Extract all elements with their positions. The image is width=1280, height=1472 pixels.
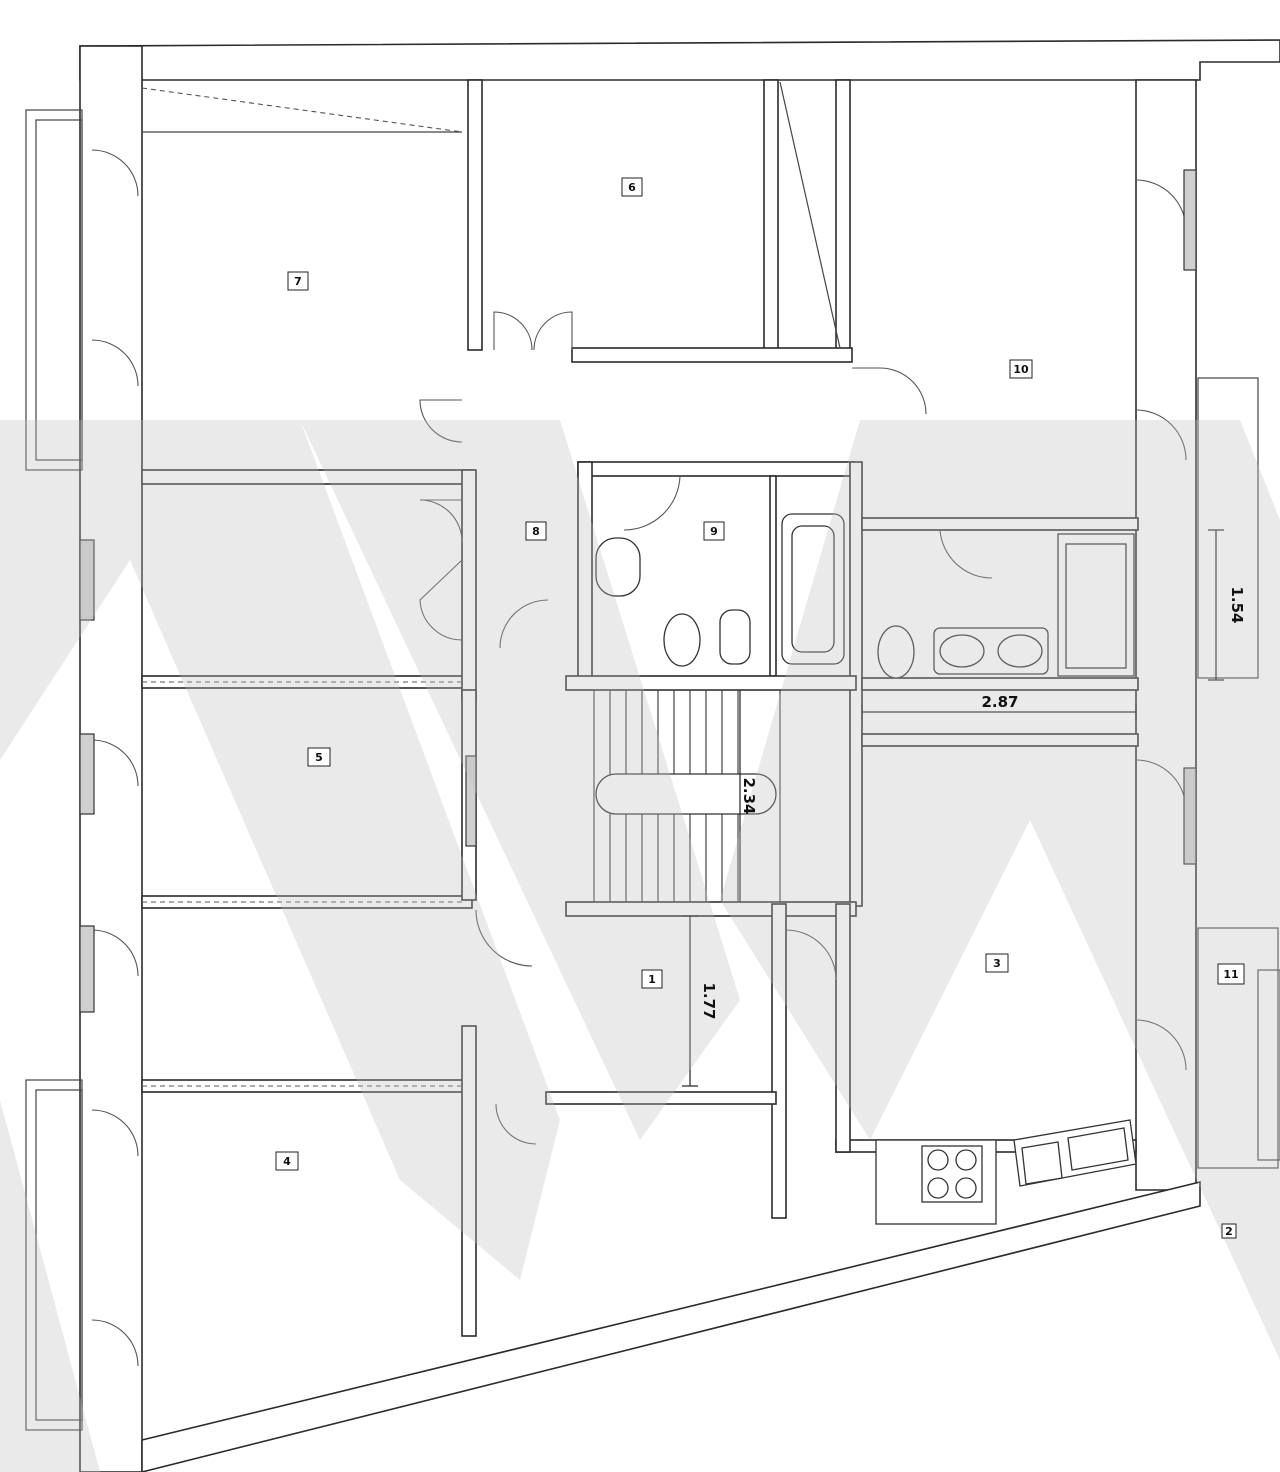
- staircase: [593, 689, 781, 903]
- windows: [79, 169, 1197, 1013]
- svg-text:4: 4: [283, 1155, 291, 1168]
- dim-stair-width: 2.34: [740, 777, 758, 814]
- svg-text:9: 9: [710, 525, 718, 538]
- outer-walls: [25, 39, 1280, 1472]
- svg-text:6: 6: [628, 181, 636, 194]
- watermark-logo: [0, 420, 1280, 1472]
- room-tag-11: 11: [1217, 963, 1245, 985]
- svg-text:8: 8: [532, 525, 540, 538]
- room-tag-5: 5: [307, 747, 331, 767]
- svg-text:2: 2: [1225, 1225, 1233, 1238]
- dimension-lines: [682, 529, 1224, 1087]
- room-tag-4: 4: [275, 1151, 299, 1171]
- svg-text:5: 5: [315, 751, 323, 764]
- room-tag-7: 7: [287, 271, 309, 291]
- room-tag-9: 9: [703, 521, 725, 541]
- kitchen-fixtures: [875, 1119, 1137, 1225]
- svg-text:7: 7: [294, 275, 302, 288]
- svg-text:3: 3: [993, 957, 1001, 970]
- svg-text:11: 11: [1223, 968, 1238, 981]
- room-tag-3: 3: [985, 953, 1009, 973]
- dimension-labels: 1.54 2.87 2.34 1.77: [700, 586, 1246, 1019]
- interior-walls: [141, 79, 1139, 1337]
- room-tag-1: 1: [641, 969, 663, 989]
- dim-hall-length: 1.77: [700, 982, 718, 1019]
- svg-text:1: 1: [648, 973, 656, 986]
- svg-text:10: 10: [1013, 363, 1029, 376]
- room-tag-10: 10: [1009, 359, 1033, 379]
- bath-fixtures: [595, 513, 1135, 679]
- dashed-openings: [141, 81, 841, 1087]
- room-tag-6: 6: [621, 177, 643, 197]
- dim-balcony-depth: 1.54: [1228, 586, 1246, 623]
- room-tag-8: 8: [525, 521, 547, 541]
- room-tag-2: 2: [1221, 1223, 1237, 1239]
- dim-bath-width: 2.87: [981, 693, 1018, 711]
- doors: [91, 149, 1187, 1367]
- room-tags: 7 6 8 9 10 5 1 3: [275, 177, 1245, 1239]
